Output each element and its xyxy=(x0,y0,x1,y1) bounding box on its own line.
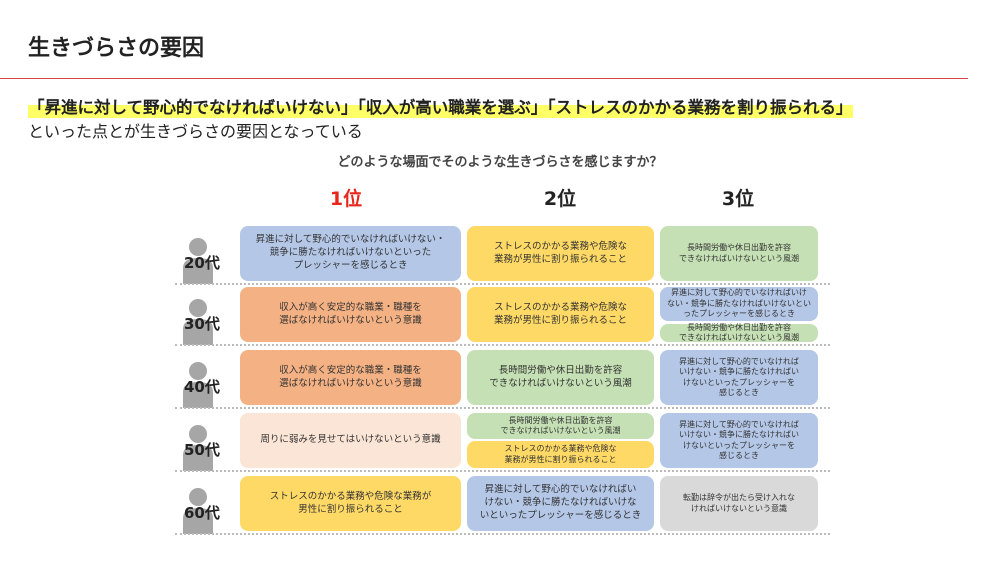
rank-2-header: 2位 xyxy=(543,188,577,210)
age-label: 20代 xyxy=(184,254,220,272)
person-icon xyxy=(181,423,215,471)
rank-1-header: 1位 xyxy=(329,188,363,210)
rank-1-box: 収入が高く安定的な職業・職種を 選ばなければいけないという意識 xyxy=(240,287,461,342)
rank-2-box: ストレスのかかる業務や危険な 業務が男性に割り振られること xyxy=(467,441,654,468)
rank-2-box: 昇進に対して野心的でいなければい けない・競争に勝たなければいけな いといったプ… xyxy=(467,476,654,531)
row-divider xyxy=(175,407,830,409)
row-divider xyxy=(175,470,830,472)
age-label: 50代 xyxy=(184,441,220,459)
rank-2-box: ストレスのかかる業務や危険な 業務が男性に割り振られること xyxy=(467,287,654,342)
rank-3-box: 転勤は辞令が出たら受け入れな ければいけないという意識 xyxy=(660,476,818,531)
rank-3-box: 昇進に対して野心的でいなければ いけない・競争に勝たなければい けないといったプ… xyxy=(660,350,818,405)
person-icon xyxy=(181,297,215,345)
title-divider xyxy=(0,78,968,79)
row-divider xyxy=(175,533,830,535)
row-divider xyxy=(175,344,830,346)
rank-3-box: 長時間労働や休日出勤を許容 できなければいけないという風潮 xyxy=(660,226,818,281)
rank-2-box: ストレスのかかる業務や危険な 業務が男性に割り振られること xyxy=(467,226,654,281)
age-label: 60代 xyxy=(184,504,220,522)
survey-question: どのような場面でそのような生きづらさを感じますか？ xyxy=(337,155,663,170)
person-icon xyxy=(181,236,215,284)
page-title: 生きづらさの要因 xyxy=(28,36,205,61)
person-icon xyxy=(181,360,215,408)
age-label: 40代 xyxy=(184,378,220,396)
rank-1-box: 周りに弱みを見せてはいけないという意識 xyxy=(240,413,461,468)
rank-2-box: 長時間労働や休日出勤を許容 できなければいけないという風潮 xyxy=(467,350,654,405)
rank-3-header: 3位 xyxy=(721,188,755,210)
rank-2-box: 長時間労働や休日出勤を許容 できなければいけないという風潮 xyxy=(467,413,654,439)
age-label: 30代 xyxy=(184,315,220,333)
rank-3-box: 長時間労働や休日出勤を許容 できなければいけないという風潮 xyxy=(660,323,818,342)
rank-3-box: 昇進に対して野心的でいなければ いけない・競争に勝たなければい けないといったプ… xyxy=(660,413,818,468)
rank-3-box: 昇進に対して野心的でいなければいけ ない・競争に勝たなければいけないとい ったプ… xyxy=(660,287,818,321)
row-divider xyxy=(175,283,830,285)
subheadline: といった点とが生きづらさの要因となっている xyxy=(28,122,363,141)
headline: 「昇進に対して野心的でなければいけない」「収入が高い職業を選ぶ」「ストレスのかか… xyxy=(28,94,853,118)
rank-1-box: 昇進に対して野心的でいなければいけない・ 競争に勝たなければいけないといった プ… xyxy=(240,226,461,281)
person-icon xyxy=(181,486,215,534)
rank-1-box: ストレスのかかる業務や危険な業務が 男性に割り振られること xyxy=(240,476,461,531)
rank-1-box: 収入が高く安定的な職業・職種を 選ばなければいけないという意識 xyxy=(240,350,461,405)
